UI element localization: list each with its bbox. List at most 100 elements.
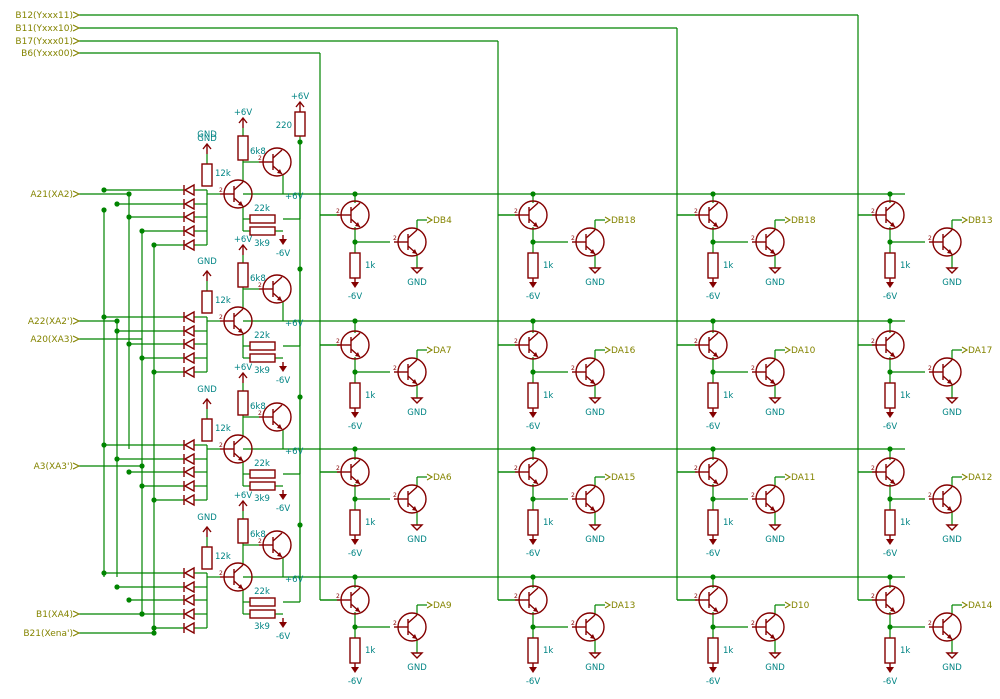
junction [114, 201, 120, 207]
pin-number: 2 [751, 365, 755, 372]
diode [183, 365, 195, 379]
transistor-symbol: 2 [219, 306, 253, 336]
diode [183, 224, 195, 238]
gnd-symbol [768, 397, 782, 404]
gnd-label: GND [407, 535, 427, 545]
output-name: DA10 [791, 346, 816, 356]
neg-arrow [886, 667, 894, 673]
diode-body [183, 197, 195, 211]
resistor-body [527, 637, 539, 664]
transistor-collector [942, 359, 953, 369]
transistor-collector [708, 587, 719, 597]
pos-label: +6V [285, 447, 304, 457]
transistor-arrow [412, 506, 417, 511]
gnd-symbol [945, 652, 959, 659]
resistor-body [201, 418, 213, 442]
output-name: DB18 [791, 216, 816, 226]
output-label: DA13 [604, 601, 635, 611]
neg-label: -6V [883, 422, 897, 432]
resistor-value: 12k [215, 424, 231, 434]
resistor [349, 382, 361, 409]
signal-label: B1(XA4) [36, 610, 81, 620]
diode [183, 493, 195, 507]
diode [183, 479, 195, 493]
signal-name: B1(XA4) [36, 610, 73, 620]
transistor-arrow [238, 584, 243, 589]
resistor-body [349, 252, 361, 279]
resistor-body [527, 509, 539, 536]
transistor-symbol: 2 [871, 330, 905, 360]
resistor [201, 163, 213, 187]
resistor-body [707, 509, 719, 536]
pin-number: 2 [928, 620, 932, 627]
diode-body [183, 351, 195, 365]
signal-label: A3(XA3') [34, 462, 81, 472]
transistor-arrow [590, 379, 595, 384]
gnd-symbol [410, 524, 424, 531]
transistor-collector [272, 149, 283, 159]
gnd-label: GND [197, 513, 217, 523]
pin-number: 2 [694, 208, 698, 215]
transistor-arrow [277, 169, 282, 174]
diode-body [183, 607, 195, 621]
gnd-label: GND [585, 663, 605, 673]
pin-number: 2 [258, 538, 262, 545]
pin-number: 2 [571, 492, 575, 499]
output-flag [784, 346, 792, 354]
neg-arrow [351, 412, 359, 418]
transistor-arrow [355, 479, 360, 484]
output-name: DA17 [968, 346, 992, 356]
transistor-symbol: 2 [514, 585, 548, 615]
transistor-arrow [533, 607, 538, 612]
output-label: DA15 [604, 473, 635, 483]
resistor-body [349, 509, 361, 536]
resistor-value: 6k8 [250, 274, 266, 284]
output-flag [961, 601, 969, 609]
transistor-arrow [277, 424, 282, 429]
pin-number: 2 [751, 235, 755, 242]
gnd-label: GND [407, 408, 427, 418]
diode-body [183, 324, 195, 338]
pin-number: 2 [871, 593, 875, 600]
transistor-arrow [713, 607, 718, 612]
transistor-symbol: 2 [393, 227, 427, 257]
resistor-value: 1k [723, 391, 733, 401]
transistor-symbol: 2 [928, 357, 962, 387]
neg-label: -6V [883, 549, 897, 559]
power-label: +6V [234, 108, 253, 118]
signal-flag [72, 24, 81, 32]
resistor-body [249, 597, 276, 607]
bias-value: 22k [254, 459, 270, 469]
diode-body [183, 452, 195, 466]
neg-label: -6V [276, 249, 290, 259]
pin-number: 2 [258, 282, 262, 289]
resistor-value: 1k [365, 261, 375, 271]
resistor [237, 518, 249, 544]
power-arrow [238, 499, 248, 507]
output-flag [426, 346, 434, 354]
resistor-body [527, 252, 539, 279]
diode [183, 337, 195, 351]
pin-number: 2 [571, 235, 575, 242]
resistor-body [249, 469, 276, 479]
diode [183, 438, 195, 452]
resistor-body [707, 252, 719, 279]
pin-number: 2 [219, 314, 223, 321]
transistor-symbol: 2 [928, 484, 962, 514]
gnd-label: GND [765, 278, 785, 288]
transistor-collector [528, 459, 539, 469]
output-label: DA11 [784, 473, 815, 483]
transistor-symbol: 2 [751, 612, 785, 642]
signal-flag [72, 37, 81, 45]
resistor-body [249, 353, 276, 363]
power-arrow [202, 397, 212, 405]
signal-flag [72, 335, 81, 343]
signal-label: B21(Xena') [23, 629, 81, 639]
neg-arrow [351, 667, 359, 673]
resistor-body [249, 341, 276, 351]
signal-flag [72, 629, 81, 637]
transistor-symbol: 2 [258, 530, 292, 560]
resistor [527, 252, 539, 279]
diode-body [183, 337, 195, 351]
transistor-arrow [770, 634, 775, 639]
